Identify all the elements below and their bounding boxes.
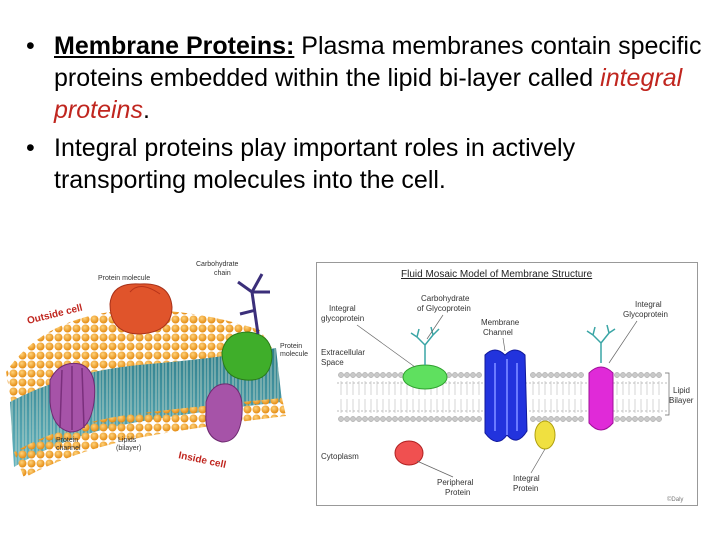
integral-glycoprotein-green — [402, 364, 448, 390]
peripheral-protein — [394, 440, 424, 466]
label-integral-glyco-right-2: Glycoprotein — [623, 310, 668, 319]
label-integral-protein-2: Protein — [513, 484, 538, 493]
label-chain: chain — [214, 270, 231, 277]
label-molecule-right: molecule — [280, 351, 308, 358]
label-lipids-2: (bilayer) — [116, 445, 141, 452]
label-carbohydrate-1: Carbohydrate — [421, 294, 470, 303]
label-peripheral-2: Protein — [445, 488, 470, 497]
label-extracellular-1: Extracellular — [321, 348, 365, 357]
lipid-heads-bottom — [338, 399, 662, 422]
bullet-text-end: . — [142, 96, 150, 124]
label-carbohydrate: Carbohydrate — [196, 261, 239, 268]
bullet-item-integral-roles: • Integral proteins play important roles… — [26, 132, 706, 196]
label-protein-right: Protein — [280, 343, 302, 350]
bullet-dot: • — [26, 134, 35, 162]
label-peripheral-1: Peripheral — [437, 478, 474, 487]
carbohydrate-tree-left — [410, 326, 440, 365]
small-integral-protein — [534, 420, 556, 450]
bullet-list: • Membrane Proteins: Plasma membranes co… — [26, 30, 706, 202]
label-membrane-2: Channel — [483, 328, 513, 337]
bullet-dot: • — [26, 32, 35, 60]
label-protein-channel-1: Protein — [56, 437, 78, 444]
label-integral-glyco-left-1: Integral — [329, 304, 356, 313]
label-integral-protein-1: Integral — [513, 474, 540, 483]
emphasis-integral-proteins: integral proteins — [54, 64, 683, 124]
label-carbohydrate-2: of Glycoprotein — [417, 304, 471, 313]
label-inside-cell: Inside cell — [177, 450, 227, 471]
label-membrane-1: Membrane — [481, 318, 520, 327]
figure-title: Fluid Mosaic Model of Membrane Structure — [401, 269, 593, 280]
credit: ©Daly — [667, 496, 683, 503]
integral-glycoprotein-magenta — [588, 366, 614, 431]
membrane-diagram-left: Outside cell Inside cell Protein molecul… — [6, 261, 308, 478]
carbohydrate-chain — [237, 273, 270, 335]
protein-green — [221, 331, 273, 381]
label-protein-molecule: Protein molecule — [98, 275, 150, 282]
fluid-mosaic-diagram: Fluid Mosaic Model of Membrane Structure… — [316, 262, 698, 506]
label-lipid-1: Lipid — [673, 386, 690, 395]
protein-purple-right — [205, 383, 243, 443]
label-lipids-1: Lipids — [118, 437, 137, 444]
lipid-bilayer-top — [6, 310, 272, 417]
label-integral-glyco-left-2: glycoprotein — [321, 314, 364, 323]
protein-molecule-top — [109, 283, 173, 335]
label-lipid-2: Bilayer — [669, 396, 694, 405]
term-membrane-proteins: Membrane Proteins: — [54, 32, 295, 60]
label-integral-glyco-right-1: Integral — [635, 300, 662, 309]
label-extracellular-2: Space — [321, 358, 344, 367]
label-protein-channel-2: channel — [56, 445, 81, 452]
label-cytoplasm: Cytoplasm — [321, 452, 359, 461]
bullet-text: Integral proteins play important roles i… — [54, 134, 576, 194]
carbohydrate-tree-right — [586, 324, 616, 363]
bullet-text: Plasma membranes contain specific protei… — [54, 32, 702, 92]
bullet-item-membrane-proteins: • Membrane Proteins: Plasma membranes co… — [26, 30, 706, 126]
